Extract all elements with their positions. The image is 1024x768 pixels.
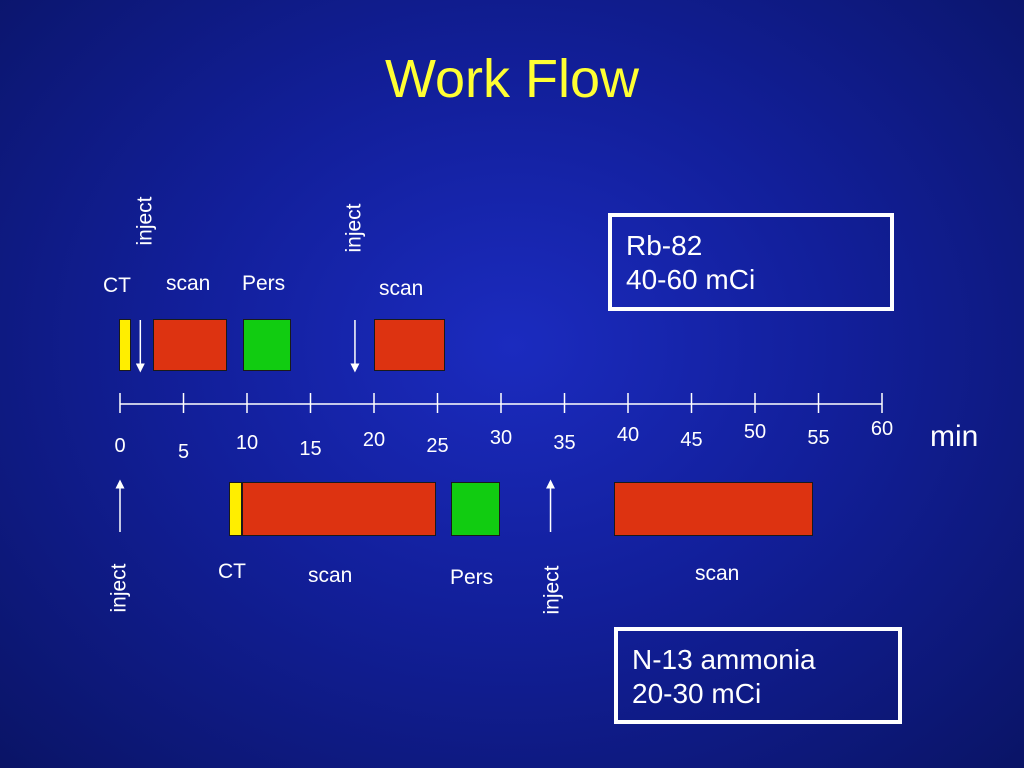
top-perfusion-bar-2 xyxy=(243,319,292,371)
tick-label-0: 0 xyxy=(114,435,126,457)
tick-label-40: 40 xyxy=(616,423,640,446)
tick-label-45: 45 xyxy=(680,429,703,452)
tick-label-20: 20 xyxy=(362,429,386,452)
n13-dose: 20-30 mCi xyxy=(632,677,762,709)
tick-label-10: 10 xyxy=(235,432,259,455)
tick-label-25: 25 xyxy=(426,435,449,457)
bottom-scan-bar-1 xyxy=(241,482,437,536)
tick-label-50: 50 xyxy=(743,421,767,443)
bottom-perfusion-bar-2 xyxy=(451,482,500,536)
bottom-scan-label-2: scan xyxy=(695,562,740,585)
tick-label-30: 30 xyxy=(489,426,513,449)
bottom-inject-label-1: inject xyxy=(107,563,131,613)
top-scan-label-2: scan xyxy=(379,277,424,300)
top-scan-label-1: scan xyxy=(166,272,211,295)
top-scan-bar-3 xyxy=(374,319,446,371)
bottom-ct-bar-0 xyxy=(229,482,242,536)
bottom-scan-label-1: scan xyxy=(308,564,353,587)
n13-info-box: N-13 ammonia 20-30 mCi xyxy=(614,627,902,724)
axis-unit-label: min xyxy=(930,420,979,453)
top-pers-label: Pers xyxy=(242,272,286,295)
tick-label-15: 15 xyxy=(299,437,322,460)
top-ct-bar-0 xyxy=(118,319,132,371)
bottom-pers-label: Pers xyxy=(450,566,494,589)
bottom-scan-bar-3 xyxy=(614,482,814,536)
top-scan-bar-1 xyxy=(153,319,227,371)
tick-label-35: 35 xyxy=(553,432,576,455)
tick-label-60: 60 xyxy=(870,418,894,441)
rb82-info-box: Rb-82 40-60 mCi xyxy=(608,213,894,311)
rb82-dose: 40-60 mCi xyxy=(626,263,756,295)
bottom-inject-label-2: inject xyxy=(540,565,564,615)
top-ct-label: CT xyxy=(103,274,131,297)
page-title: Work Flow xyxy=(384,49,640,109)
tick-label-5: 5 xyxy=(177,440,190,463)
n13-isotope: N-13 ammonia xyxy=(632,644,816,675)
rb82-isotope: Rb-82 xyxy=(626,230,703,261)
bottom-ct-label: CT xyxy=(218,560,246,583)
tick-label-55: 55 xyxy=(807,426,830,449)
